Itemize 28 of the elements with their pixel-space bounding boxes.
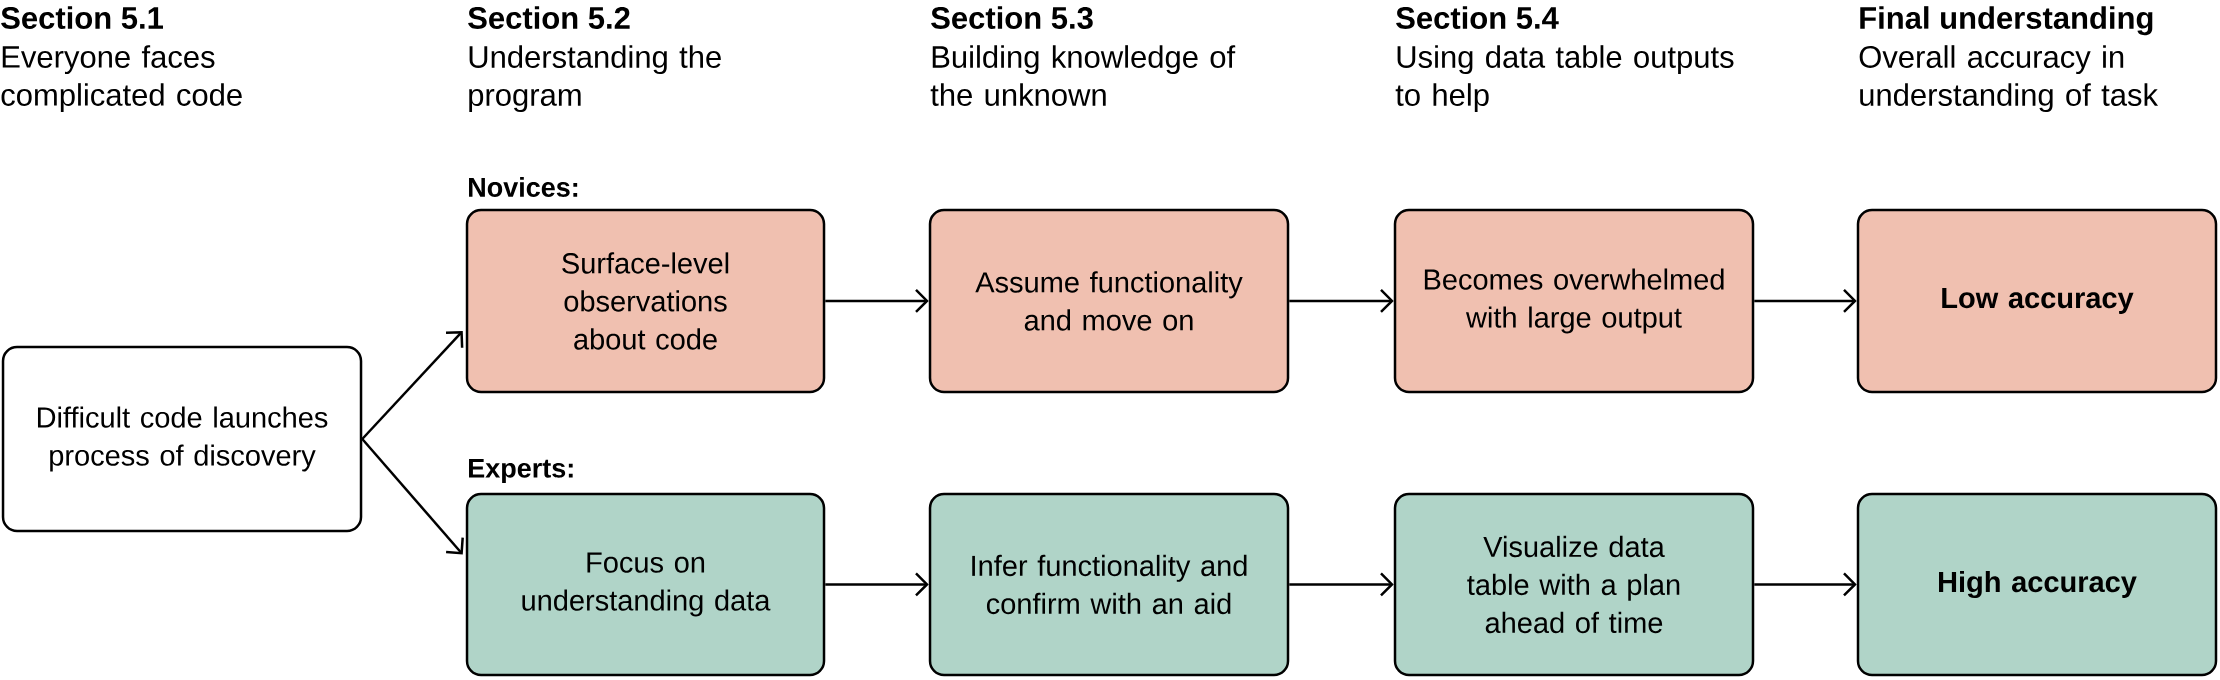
section-description: Using data table outputs to help [1395,45,1734,113]
section-description: Understanding the program [469,45,721,113]
arrow [825,572,929,597]
process-box: Low accuracy [1856,208,2218,394]
process-box: Visualize data table with a plan ahead of time [1393,492,1755,677]
section-description: Everyone faces complicated code [1,45,242,113]
section-description: Building knowledge of the unknown [930,45,1236,106]
process-box: Assume functionality and move on [928,208,1290,394]
arrow [1289,289,1394,313]
process-box: Difficult code launches process of discovery [1,345,363,533]
arrow [825,289,929,313]
section-heading: Section 5.1 [1,6,163,29]
section-heading: Section 5.2 [468,6,630,29]
process-box: Surface-level observations about code [465,208,826,394]
process-box: Infer functionality and confirm with an aid [928,492,1290,677]
arrow [361,331,464,440]
arrow [361,438,464,555]
section-heading: Section 5.4 [1396,6,1559,29]
process-box: High accuracy [1856,492,2218,677]
row-label: Experts: [469,458,573,484]
process-box: Focus on understanding data [465,492,826,677]
arrow [1754,572,1857,597]
section-description: Overall accuracy in understanding of task [1859,45,2159,113]
arrow [1754,289,1857,313]
section-heading: Final understanding [1860,6,2153,36]
arrow [1289,572,1394,597]
process-box: Becomes overwhelmed with large output [1393,208,1755,394]
section-heading: Section 5.3 [931,6,1093,29]
